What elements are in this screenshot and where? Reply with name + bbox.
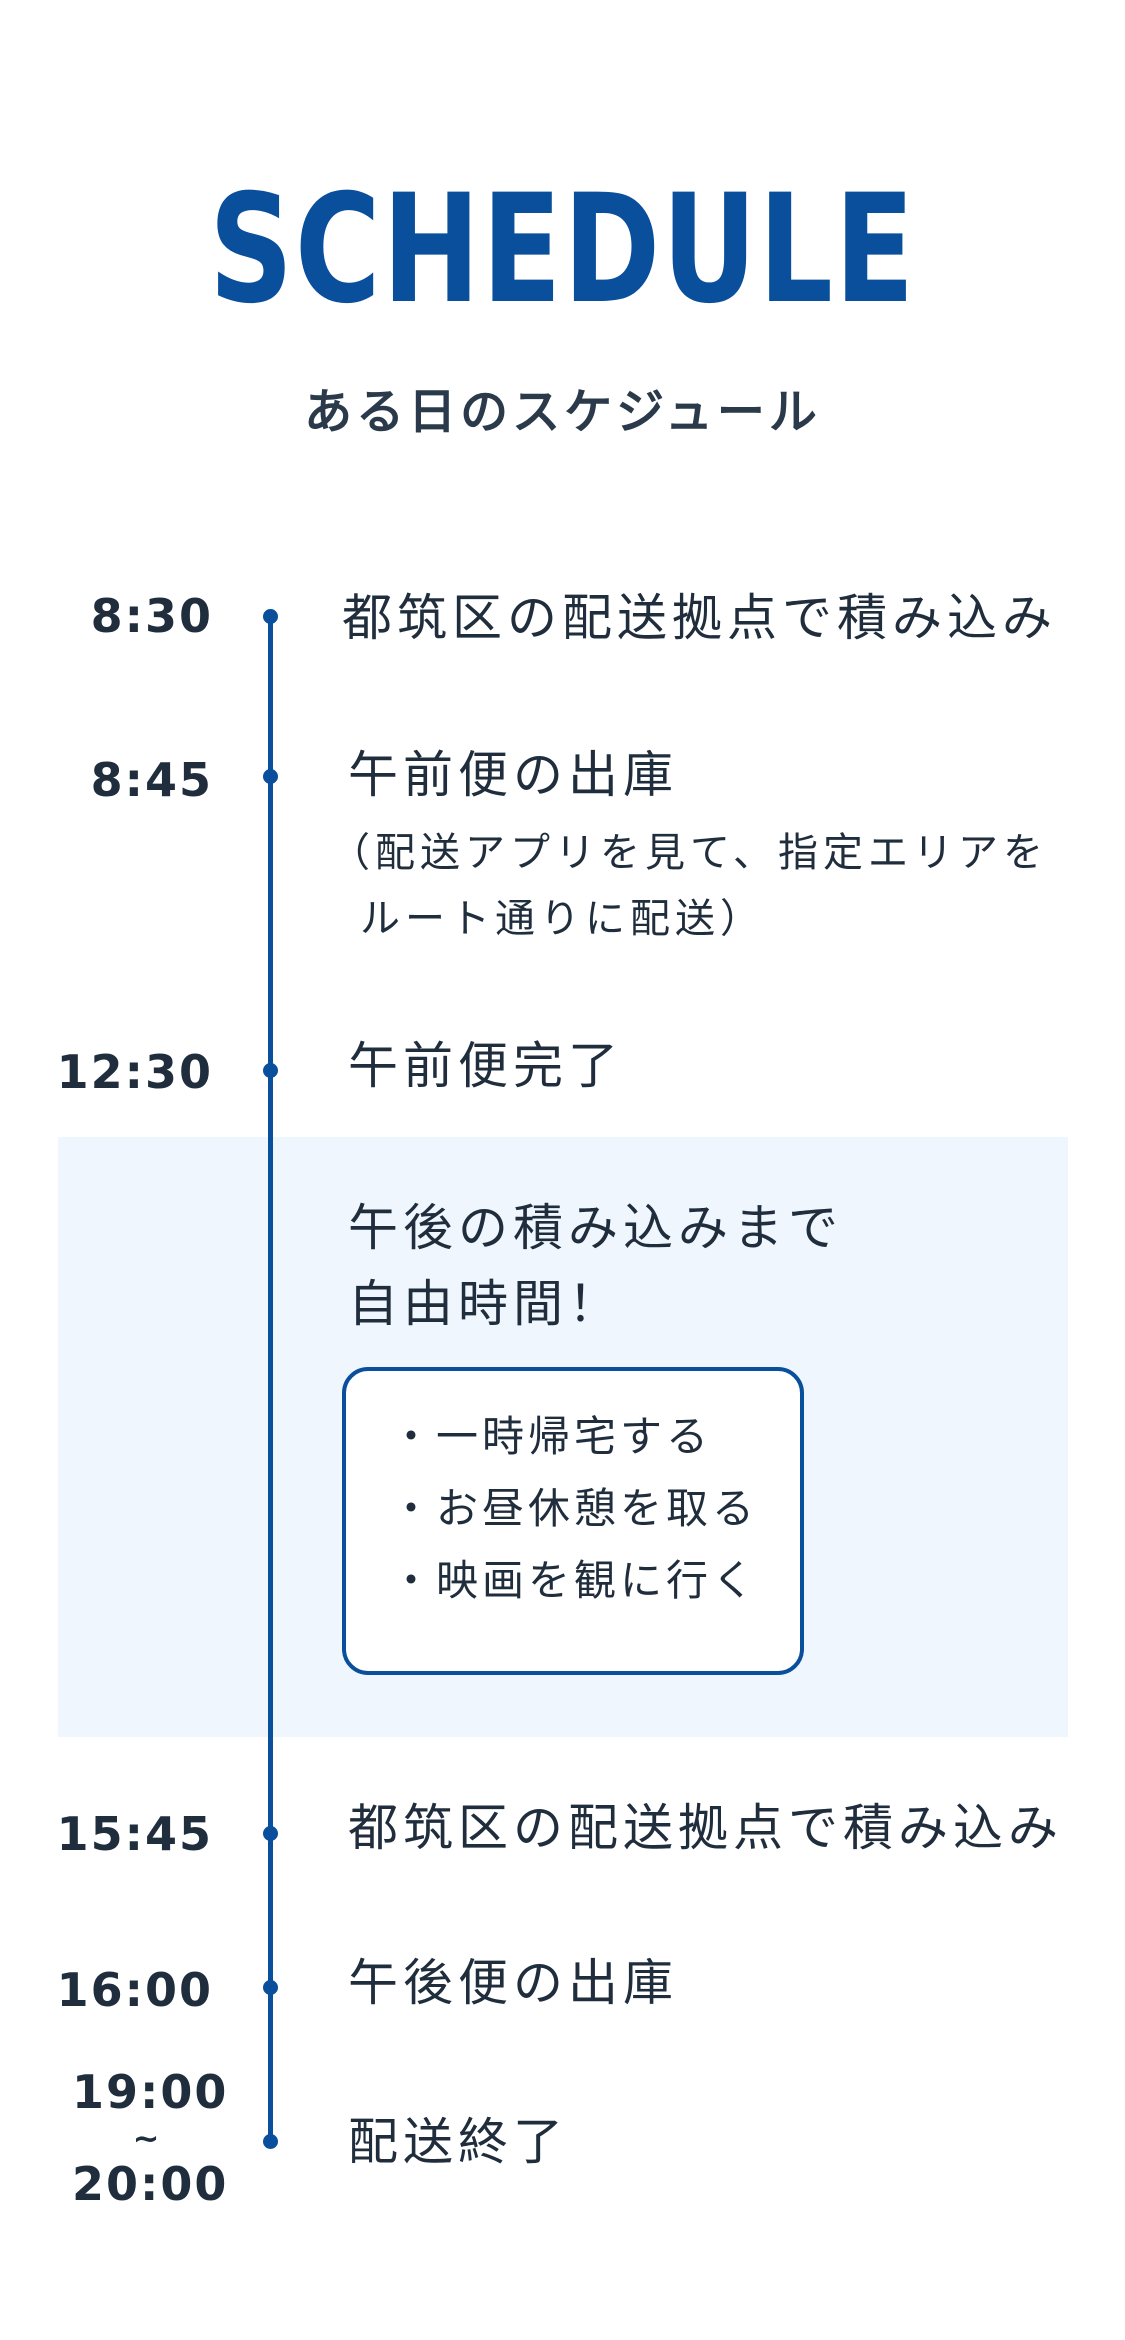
time-label: 8:45: [90, 753, 213, 807]
page-title: SCHEDULE: [208, 163, 917, 337]
activity-item: ・一時帰宅する: [390, 1412, 713, 1461]
time-range-start: 19:00: [72, 2065, 229, 2119]
free-time-activities-box: ・一時帰宅する ・お昼休憩を取る ・映画を観に行く: [342, 1367, 804, 1675]
event-label: 都筑区の配送拠点で積み込み: [348, 1799, 1063, 1857]
event-label: 午後便の出庫: [348, 1954, 678, 2012]
page-subtitle: ある日のスケジュール: [304, 384, 821, 440]
timeline-line: [268, 612, 273, 2147]
time-range-end: 20:00: [72, 2157, 229, 2211]
timeline-dot: [263, 769, 278, 784]
free-time-title-line: 午後の積み込みまで: [348, 1199, 843, 1257]
free-time-title-line: 自由時間！: [348, 1275, 623, 1333]
timeline-dot: [263, 2134, 278, 2149]
time-range-separator: ~: [132, 2119, 162, 2157]
timeline-dot: [263, 1826, 278, 1841]
event-label: 都筑区の配送拠点で積み込み: [342, 589, 1057, 647]
event-label: 配送終了: [348, 2113, 568, 2171]
timeline-dot: [263, 1063, 278, 1078]
timeline-dot: [263, 1980, 278, 1995]
time-label: 16:00: [56, 1963, 213, 2017]
event-note: （配送アプリを見て、指定エリアを ルート通りに配送）: [330, 820, 1048, 952]
event-label: 午前便の出庫: [348, 746, 678, 804]
activity-item: ・映画を観に行く: [390, 1556, 759, 1605]
time-label: 15:45: [56, 1807, 213, 1861]
free-time-title: 午後の積み込みまで 自由時間！: [348, 1190, 843, 1342]
event-note-line: （配送アプリを見て、指定エリアを: [330, 830, 1048, 876]
event-note-line: ルート通りに配送）: [360, 896, 765, 942]
event-label: 午前便完了: [348, 1037, 623, 1095]
time-range-label: 19:00 ~ 20:00: [72, 2065, 229, 2211]
time-label: 12:30: [56, 1045, 213, 1099]
timeline-dot: [263, 609, 278, 624]
time-label: 8:30: [90, 589, 213, 643]
activity-item: ・お昼休憩を取る: [390, 1484, 759, 1533]
